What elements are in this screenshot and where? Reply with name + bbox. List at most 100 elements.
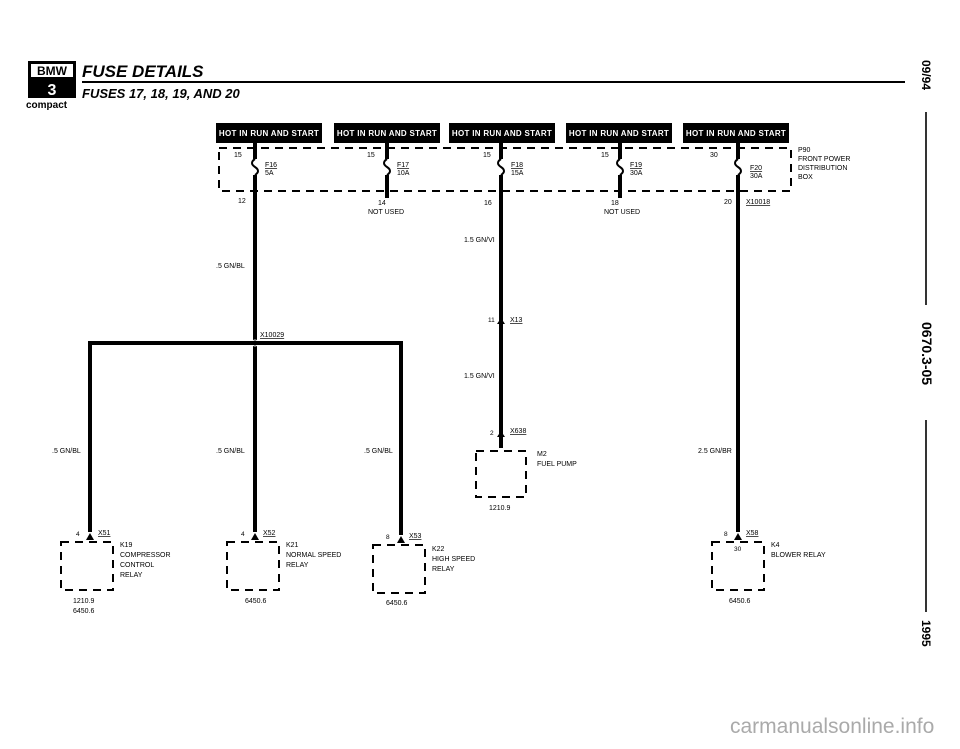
hot-labels: HOT IN RUN AND START HOT IN RUN AND STAR… <box>216 123 789 143</box>
f19-not-used: NOT USED <box>604 209 640 216</box>
wire-label-7: 2.5 GN/BR <box>698 448 732 455</box>
side-margin: 09/94 0670.3-05 1995 <box>919 60 935 647</box>
logo-box-bottom <box>28 80 76 98</box>
x52-connector-icon <box>251 533 259 540</box>
k19-line-2: CONTROL <box>120 562 154 569</box>
relay-k22: 8 X53 K22 HIGH SPEED RELAY 6450.6 <box>372 533 475 607</box>
k4-ref: 6450.6 <box>729 598 751 605</box>
logo-number: 3 <box>48 82 57 99</box>
m2-ref: 1210.9 <box>489 505 511 512</box>
fuse-f20: 30 F20 30A 20 X10018 <box>710 143 770 532</box>
f16-rating: 5A <box>265 170 274 177</box>
k22-box <box>372 544 426 594</box>
box-line-2: DISTRIBUTION <box>798 165 847 172</box>
circuit-f18: 1.5 GN/VI 11 X13 1.5 GN/VI 2 X638 M2 FUE… <box>464 200 577 512</box>
relay-k4: 8 X58 30 K4 BLOWER RELAY 6450.6 <box>711 530 826 605</box>
hot-bar-3 <box>449 123 555 143</box>
f17-not-used: NOT USED <box>368 209 404 216</box>
hot-label-3: HOT IN RUN AND START <box>452 129 552 138</box>
f18-pin-in: 15 <box>483 152 491 159</box>
k4-line-1: BLOWER RELAY <box>771 552 826 559</box>
k22-id: K22 <box>432 546 445 553</box>
wire-label-1: .5 GN/BL <box>216 263 245 270</box>
x10029-label: X10029 <box>260 332 284 339</box>
logo-box-top-inner <box>31 64 73 77</box>
hot-bar-5 <box>683 123 789 143</box>
fuse-box: P90 FRONT POWER DISTRIBUTION BOX <box>218 147 850 192</box>
f16-pin-out: 12 <box>238 198 246 205</box>
k19-ref-2: 6450.6 <box>73 608 95 615</box>
f19-name: F19 <box>630 162 642 169</box>
k19-box <box>60 541 114 591</box>
x53-pin: 8 <box>386 534 390 541</box>
f19-rating: 30A <box>630 170 643 177</box>
hot-bar-2 <box>334 123 440 143</box>
relay-k21: 4 X52 K21 NORMAL SPEED RELAY 6450.6 <box>226 530 341 605</box>
f17-rating: 10A <box>397 170 410 177</box>
logo-bmw-text: BMW <box>37 64 68 78</box>
f17-name: F17 <box>397 162 409 169</box>
x53-label: X53 <box>409 533 422 540</box>
x58-connector-icon <box>734 533 742 540</box>
side-year: 1995 <box>919 620 933 647</box>
x10018-label: X10018 <box>746 199 770 206</box>
x13-label: X13 <box>510 317 523 324</box>
fuse-f18: 15 F18 15A 16 <box>483 143 524 207</box>
wire-label-5: .5 GN/BL <box>216 448 245 455</box>
hot-label-5: HOT IN RUN AND START <box>686 129 786 138</box>
f20-name: F20 <box>750 165 762 172</box>
f20-pin-out: 20 <box>724 199 732 206</box>
k19-line-1: COMPRESSOR <box>120 552 171 559</box>
x53-connector-icon <box>397 536 405 543</box>
x58-pin: 8 <box>724 531 728 538</box>
m2-box <box>475 450 527 498</box>
k22-ref: 6450.6 <box>386 600 408 607</box>
circuit-f16: .5 GN/BL X10029 .5 GN/BL .5 GN/BL .5 GN/… <box>52 200 403 535</box>
wire-label-4: .5 GN/BL <box>52 448 81 455</box>
f18-pin-out: 16 <box>484 200 492 207</box>
x638-connector-icon <box>497 431 505 437</box>
f19-pin-out: 18 <box>611 200 619 207</box>
relay-k19: 4 X51 K19 COMPRESSOR CONTROL RELAY 1210.… <box>60 530 171 615</box>
f19-pin-in: 15 <box>601 152 609 159</box>
k21-box <box>226 541 280 591</box>
hot-label-4: HOT IN RUN AND START <box>569 129 669 138</box>
m2-name: FUEL PUMP <box>537 461 577 468</box>
x638-pin: 2 <box>490 430 494 437</box>
f17-pin-in: 15 <box>367 152 375 159</box>
hot-label-2: HOT IN RUN AND START <box>337 129 437 138</box>
f20-pin-in: 30 <box>710 152 718 159</box>
x13-pin: 11 <box>488 317 495 324</box>
x51-pin: 4 <box>76 531 80 538</box>
x13-connector-icon <box>497 318 505 324</box>
fuse-box-outline <box>218 147 792 192</box>
k21-line-2: RELAY <box>286 562 309 569</box>
wire-label-3: 1.5 GN/VI <box>464 373 495 380</box>
f16-pin-in: 15 <box>234 152 242 159</box>
wire-label-6: .5 GN/BL <box>364 448 393 455</box>
f18-name: F18 <box>511 162 523 169</box>
k19-ref-1: 1210.9 <box>73 598 95 605</box>
k19-line-3: RELAY <box>120 572 143 579</box>
logo: BMW 3 compact <box>26 61 76 111</box>
hot-label-1: HOT IN RUN AND START <box>219 129 319 138</box>
x52-label: X52 <box>263 530 276 537</box>
box-id: P90 <box>798 147 811 154</box>
watermark: carmanualsonline.info <box>730 715 934 738</box>
fuse-f16: 15 F16 5A 12 <box>234 143 277 205</box>
x51-label: X51 <box>98 530 111 537</box>
page-subtitle: FUSES 17, 18, 19, AND 20 <box>82 86 241 101</box>
x52-pin: 4 <box>241 531 245 538</box>
page-title: FUSE DETAILS <box>82 62 204 81</box>
logo-compact-text: compact <box>26 100 68 111</box>
k21-line-1: NORMAL SPEED <box>286 552 341 559</box>
hot-bar-4 <box>566 123 672 143</box>
k4-box <box>711 541 765 591</box>
x638-label: X638 <box>510 428 526 435</box>
f17-pin-out: 14 <box>378 200 386 207</box>
hot-bar-1 <box>216 123 322 143</box>
wire-label-2: 1.5 GN/VI <box>464 237 495 244</box>
fuse-f17: 15 F17 10A 14 NOT USED <box>367 143 410 216</box>
m2-id: M2 <box>537 451 547 458</box>
